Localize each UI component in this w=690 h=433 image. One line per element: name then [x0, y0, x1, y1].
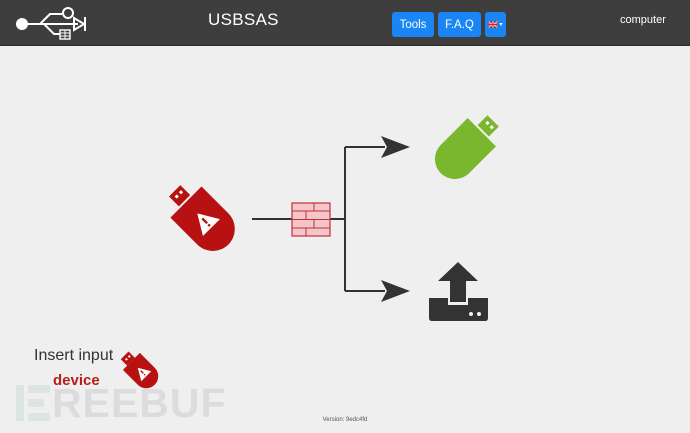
- faq-button-label: F.A.Q: [445, 18, 474, 31]
- firewall-icon: [291, 202, 331, 237]
- upload-icon: [429, 262, 488, 321]
- arrow-right-icon: [381, 280, 410, 302]
- usb-icon: [16, 7, 86, 40]
- arrow-right-icon: [381, 136, 410, 158]
- language-dropdown[interactable]: ▾: [485, 12, 506, 37]
- top-bar: USBSAS Tools F.A.Q ▾ computer: [0, 0, 690, 46]
- transfer-diagram: [168, 115, 499, 321]
- chevron-down-icon: ▾: [499, 21, 503, 28]
- app-title: USBSAS: [208, 10, 279, 29]
- status-line-2: device: [53, 372, 100, 389]
- version-label: Version: 9edc4fd: [322, 417, 368, 423]
- username: computer: [620, 14, 666, 26]
- tools-button-label: Tools: [399, 18, 427, 31]
- usb-warning-icon: [120, 351, 159, 389]
- uk-flag-icon: [488, 21, 499, 28]
- watermark-logo-icon: [16, 385, 50, 421]
- faq-button[interactable]: F.A.Q: [438, 12, 481, 37]
- usb-warning-icon: [168, 185, 235, 251]
- usb-clean-icon: [434, 115, 499, 180]
- watermark-text: REEBUF: [52, 380, 227, 426]
- status-line-1: Insert input: [34, 347, 114, 364]
- tools-button[interactable]: Tools: [392, 12, 434, 37]
